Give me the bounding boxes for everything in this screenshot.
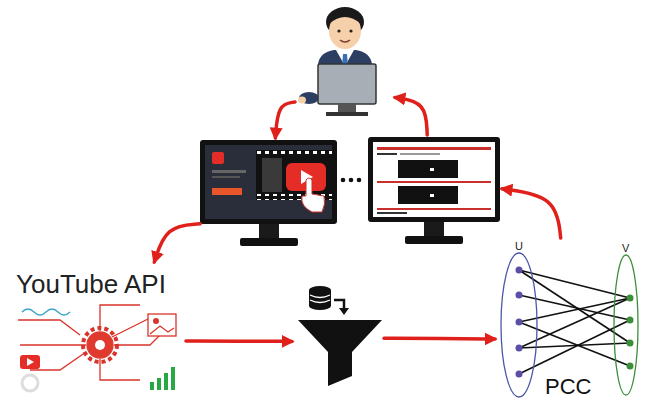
flow-arrow: [384, 336, 495, 340]
api-node: YouTube API: [10, 262, 186, 398]
filter-funnel: [298, 286, 382, 386]
node-label: U: [515, 240, 523, 396]
user-figure: [298, 7, 376, 116]
node-label: YouTube API: [16, 270, 166, 299]
node-label: V: [622, 242, 629, 394]
result-monitor: [368, 137, 500, 244]
monitor-node: [200, 138, 337, 248]
flow-arrow: [154, 224, 200, 262]
vertex-set: V: [612, 242, 640, 396]
node-label: PCC: [542, 375, 594, 399]
set-outline: [612, 242, 640, 396]
monitor-node: [366, 135, 502, 247]
youtube-monitor: [200, 140, 337, 246]
flow-arrow: [395, 97, 427, 135]
vertex-set: U: [499, 240, 539, 398]
user-node: [295, 4, 395, 118]
api-illustration: [18, 305, 176, 391]
flow-arrow: [275, 102, 295, 138]
flow-arrow: [186, 339, 292, 343]
funnel-node: [292, 282, 384, 390]
ellipsis-dots: [341, 178, 362, 183]
set-outline: [499, 240, 539, 398]
flow-arrow: [502, 189, 561, 238]
graph-node: UV PCC: [495, 238, 641, 401]
